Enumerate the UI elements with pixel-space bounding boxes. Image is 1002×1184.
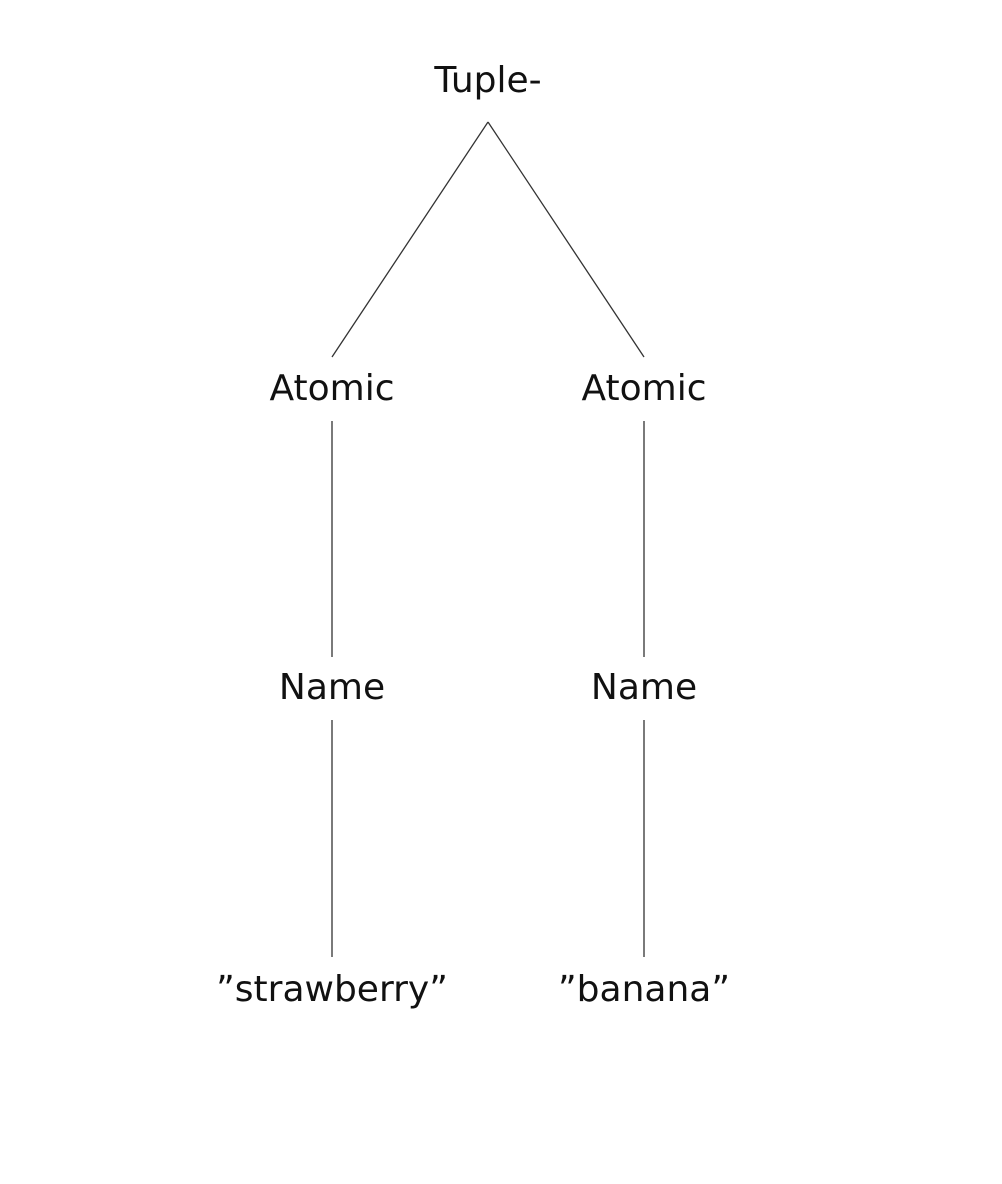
node-left-atomic: Atomic bbox=[270, 368, 395, 409]
leaf-banana: ”banana” bbox=[558, 969, 730, 1010]
node-right-atomic: Atomic bbox=[582, 368, 707, 409]
leaf-strawberry: ”strawberry” bbox=[216, 969, 448, 1010]
node-right-name: Name bbox=[591, 667, 697, 708]
node-root: Tuple- bbox=[433, 60, 541, 101]
edge-root-right bbox=[487, 121, 645, 358]
node-left-name: Name bbox=[279, 667, 385, 708]
edge-root-left bbox=[331, 121, 489, 358]
